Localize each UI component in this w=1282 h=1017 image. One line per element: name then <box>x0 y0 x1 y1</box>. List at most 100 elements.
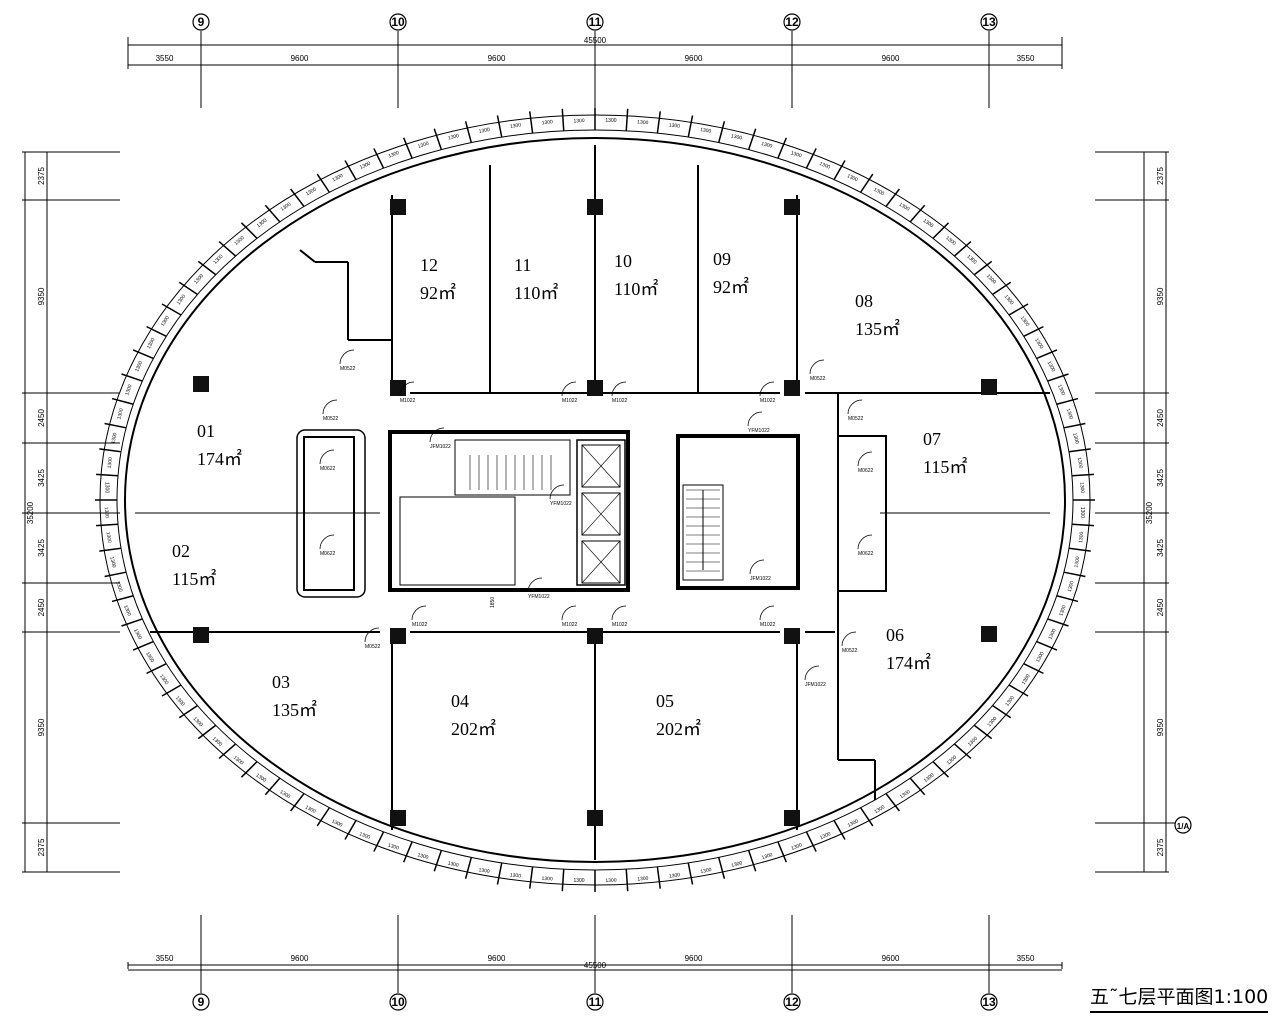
panel-dim-label: 1300 <box>122 604 132 617</box>
dim-segment: 9350 <box>37 287 46 305</box>
room-number: 06 <box>886 625 904 645</box>
dim-segment: 2375 <box>1156 838 1165 856</box>
facade-mullion <box>99 448 122 453</box>
facade-mullion <box>111 397 134 405</box>
facade-mullion <box>433 128 443 150</box>
panel-dim-label: 1300 <box>193 273 205 286</box>
panel-dim-label: 1300 <box>573 878 584 884</box>
grid-bubble <box>586 993 604 1011</box>
facade-mullion <box>178 281 198 296</box>
panel-dim-label: 1300 <box>447 133 459 142</box>
facade-mullion <box>121 618 143 627</box>
panel-dim-label: 1300 <box>103 482 109 493</box>
room-number: 03 <box>272 672 290 692</box>
door-swing <box>319 449 335 465</box>
facade-mullion <box>717 121 726 143</box>
panel-dim-label: 1300 <box>605 118 616 124</box>
panel-dim-label: 1300 <box>233 235 245 247</box>
facade-mullion <box>561 869 565 892</box>
panel-dim-label: 1300 <box>114 580 123 593</box>
grid-bubble <box>980 13 998 31</box>
facade-mullion <box>528 111 534 134</box>
panel-dim-label: 1300 <box>1078 482 1085 494</box>
elevator-car <box>581 444 621 488</box>
structural-column <box>587 199 603 215</box>
facade-mullion <box>717 857 726 879</box>
facade-mullion <box>973 724 993 740</box>
dim-segment: 9600 <box>488 54 506 63</box>
facade-mullion <box>402 137 413 159</box>
facade-mullion <box>218 240 237 257</box>
panel-dim-label: 1300 <box>873 804 886 815</box>
door-swing <box>804 665 820 681</box>
panel-dim-label: 1300 <box>104 531 112 543</box>
panel-dim-label: 1300 <box>478 867 490 875</box>
facade-mullion <box>96 473 119 477</box>
panel-dim-label: 1300 <box>134 360 144 373</box>
facade-mullion <box>528 866 534 889</box>
room-area: 110㎡ <box>514 282 558 303</box>
restroom-block-left <box>296 429 366 598</box>
dim-segment: 2375 <box>37 167 46 185</box>
panel-dim-label: 1300 <box>176 294 188 307</box>
grid-axis-label: 11 <box>589 15 602 29</box>
elevator-shaft-group <box>576 439 626 586</box>
panel-dim-label: 1300 <box>387 843 400 852</box>
panel-dim-label: 1300 <box>761 852 774 861</box>
panel-dim-label: 1300 <box>541 119 553 126</box>
grid-axis-label: 11 <box>589 995 602 1009</box>
facade-mullion <box>953 743 972 760</box>
panel-dim-label: 1300 <box>605 878 617 885</box>
grid-bubble <box>192 993 210 1011</box>
facade-mullion <box>1056 595 1079 603</box>
panel-dim-label: 1300 <box>107 457 114 469</box>
dim-segment: 9600 <box>488 954 506 963</box>
facade-mullion <box>218 743 237 760</box>
grid-axis-label: 1/A <box>1177 822 1190 831</box>
structural-column <box>587 380 603 396</box>
grid-axis-label: 13 <box>982 15 996 29</box>
panel-dim-label: 1300 <box>1065 408 1074 421</box>
restroom-block-left-inner <box>303 436 355 591</box>
facade-mullion <box>290 188 305 207</box>
panel-dim-label: 1300 <box>1046 360 1057 373</box>
panel-dim-label: 1300 <box>331 819 344 829</box>
panel-dim-label: 1300 <box>790 842 803 852</box>
facade-mullion <box>121 373 143 382</box>
room-area: 174㎡ <box>197 448 242 469</box>
facade-mullion <box>373 148 385 169</box>
room-number: 11 <box>514 255 531 275</box>
facade-mullion <box>656 111 662 134</box>
panel-dim-label: 1300 <box>700 127 712 135</box>
facade-mullion <box>885 188 900 207</box>
room-number: 09 <box>713 249 731 269</box>
dim-segment: 3425 <box>1156 539 1165 557</box>
panel-dim-label: 1300 <box>359 161 372 171</box>
panel-dim-label: 1300 <box>898 202 911 213</box>
door-swing <box>747 411 763 427</box>
dim-segment: 2375 <box>1156 167 1165 185</box>
wall-line <box>299 249 316 263</box>
door-tag: M1022 <box>760 398 776 404</box>
grid-bubble <box>586 13 604 31</box>
room-area: 92㎡ <box>420 282 456 303</box>
panel-dim-label: 1300 <box>967 736 979 748</box>
room-area: 110㎡ <box>614 278 658 299</box>
facade-mullion <box>1036 640 1058 651</box>
facade-mullion <box>1071 473 1094 477</box>
structural-column <box>390 199 406 215</box>
door-tag: JFM1022 <box>805 682 826 688</box>
facade-mullion <box>625 108 629 131</box>
panel-dim-label: 1300 <box>103 507 110 519</box>
panel-dim-label: 1300 <box>211 736 223 748</box>
panel-dim-label: 1300 <box>1021 673 1032 686</box>
facade-mullion <box>625 869 629 892</box>
panel-dim-label: 1300 <box>146 337 157 350</box>
facade-mullion <box>805 831 817 852</box>
panel-dim-label: 1300 <box>111 432 119 444</box>
panel-dim-label: 1300 <box>1048 628 1058 641</box>
dim-segment: 9600 <box>291 954 309 963</box>
panel-dim-label: 1300 <box>417 852 429 861</box>
door-tag: M0622 <box>858 551 874 557</box>
